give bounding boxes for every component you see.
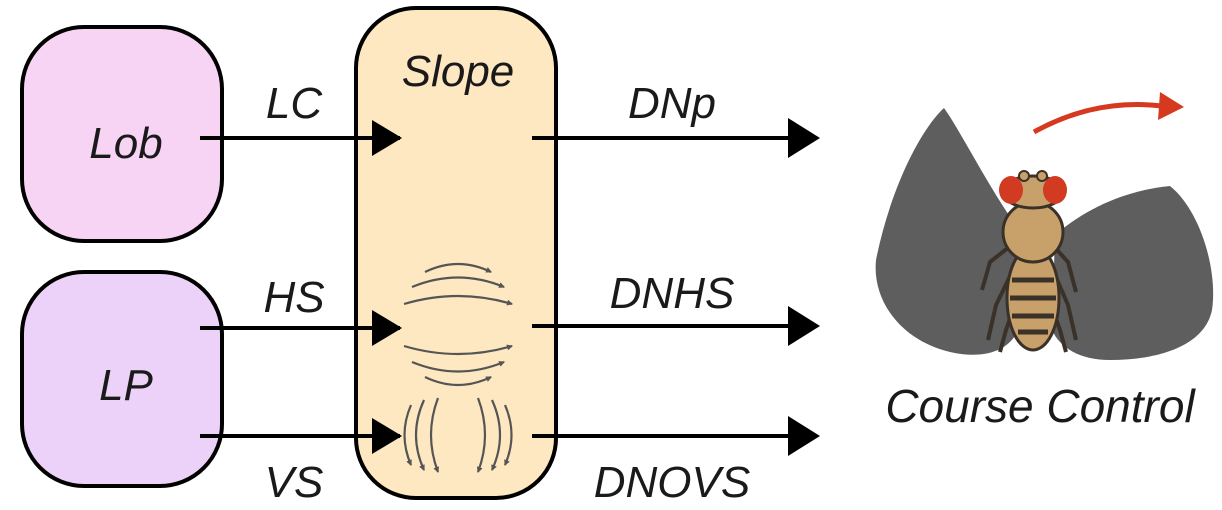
dnovs-label: DNOVS [594, 458, 750, 507]
course-control-caption: Course Control [885, 380, 1196, 432]
horizontal-flow-icon [403, 262, 513, 387]
slope-label: Slope [402, 47, 515, 96]
hs-label: HS [263, 273, 324, 322]
slope-node: Slope [354, 6, 558, 500]
turn-arrow-icon [1032, 92, 1184, 135]
dnp-label: DNp [628, 79, 716, 128]
lob-node: Lob [20, 25, 224, 243]
input-arrows [200, 133, 401, 441]
output-arrowheads [788, 118, 820, 456]
vs-label: VS [265, 458, 324, 507]
input-arrowheads [372, 120, 402, 454]
lc-label: LC [266, 79, 323, 128]
dnhs-label: DNHS [610, 269, 735, 318]
fly-icon [875, 108, 1214, 360]
lp-node: LP [20, 270, 224, 488]
lob-label: Lob [89, 119, 162, 168]
output-arrows [532, 136, 790, 438]
vertical-flow-icon [403, 397, 513, 473]
lp-label: LP [99, 361, 153, 410]
